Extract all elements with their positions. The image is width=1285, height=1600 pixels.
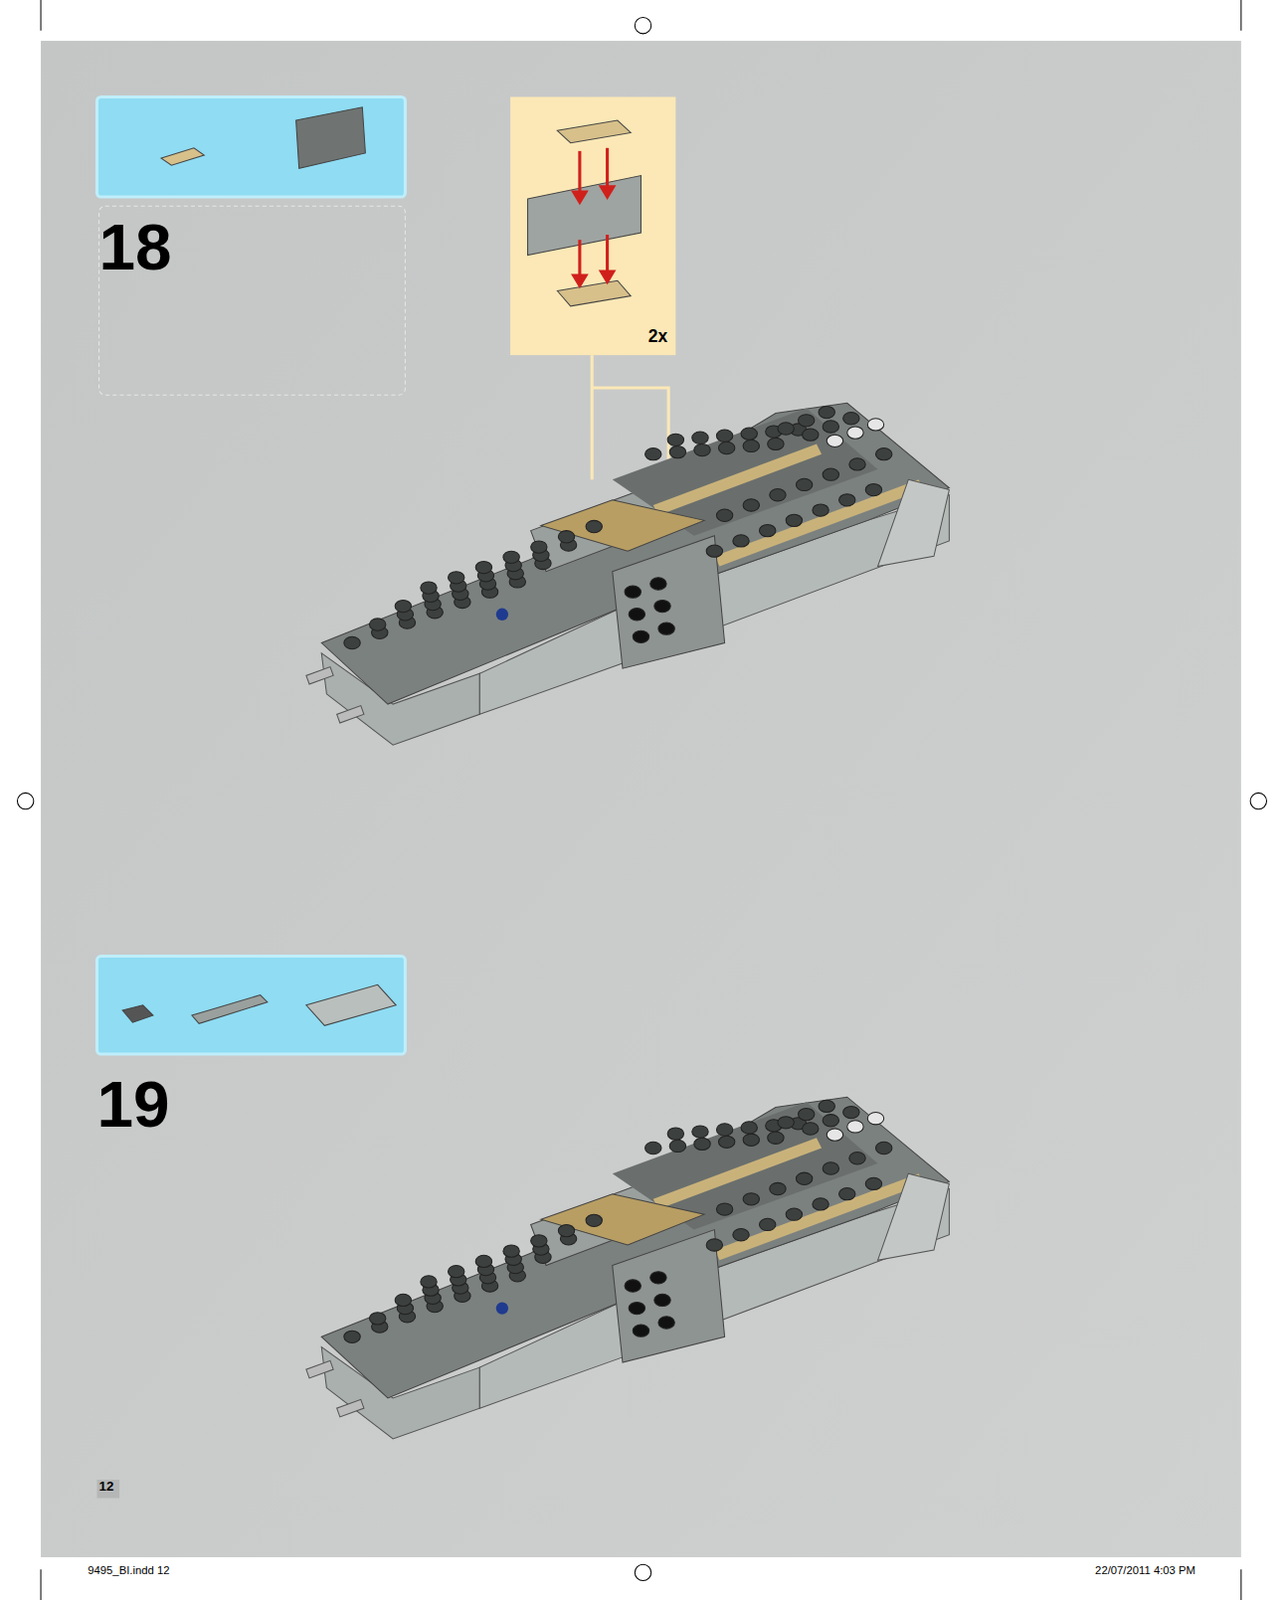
- step-number: 19: [96, 1072, 170, 1138]
- step-number: 18: [99, 214, 173, 281]
- page-number: 12: [99, 1479, 115, 1493]
- quantity-label: 2x: [648, 326, 668, 348]
- print-date: 22/07/2011 4:03 PM: [1095, 1565, 1196, 1577]
- file-slug: 9495_BI.indd 12: [87, 1565, 170, 1577]
- subassembly-box: 2x: [510, 96, 676, 356]
